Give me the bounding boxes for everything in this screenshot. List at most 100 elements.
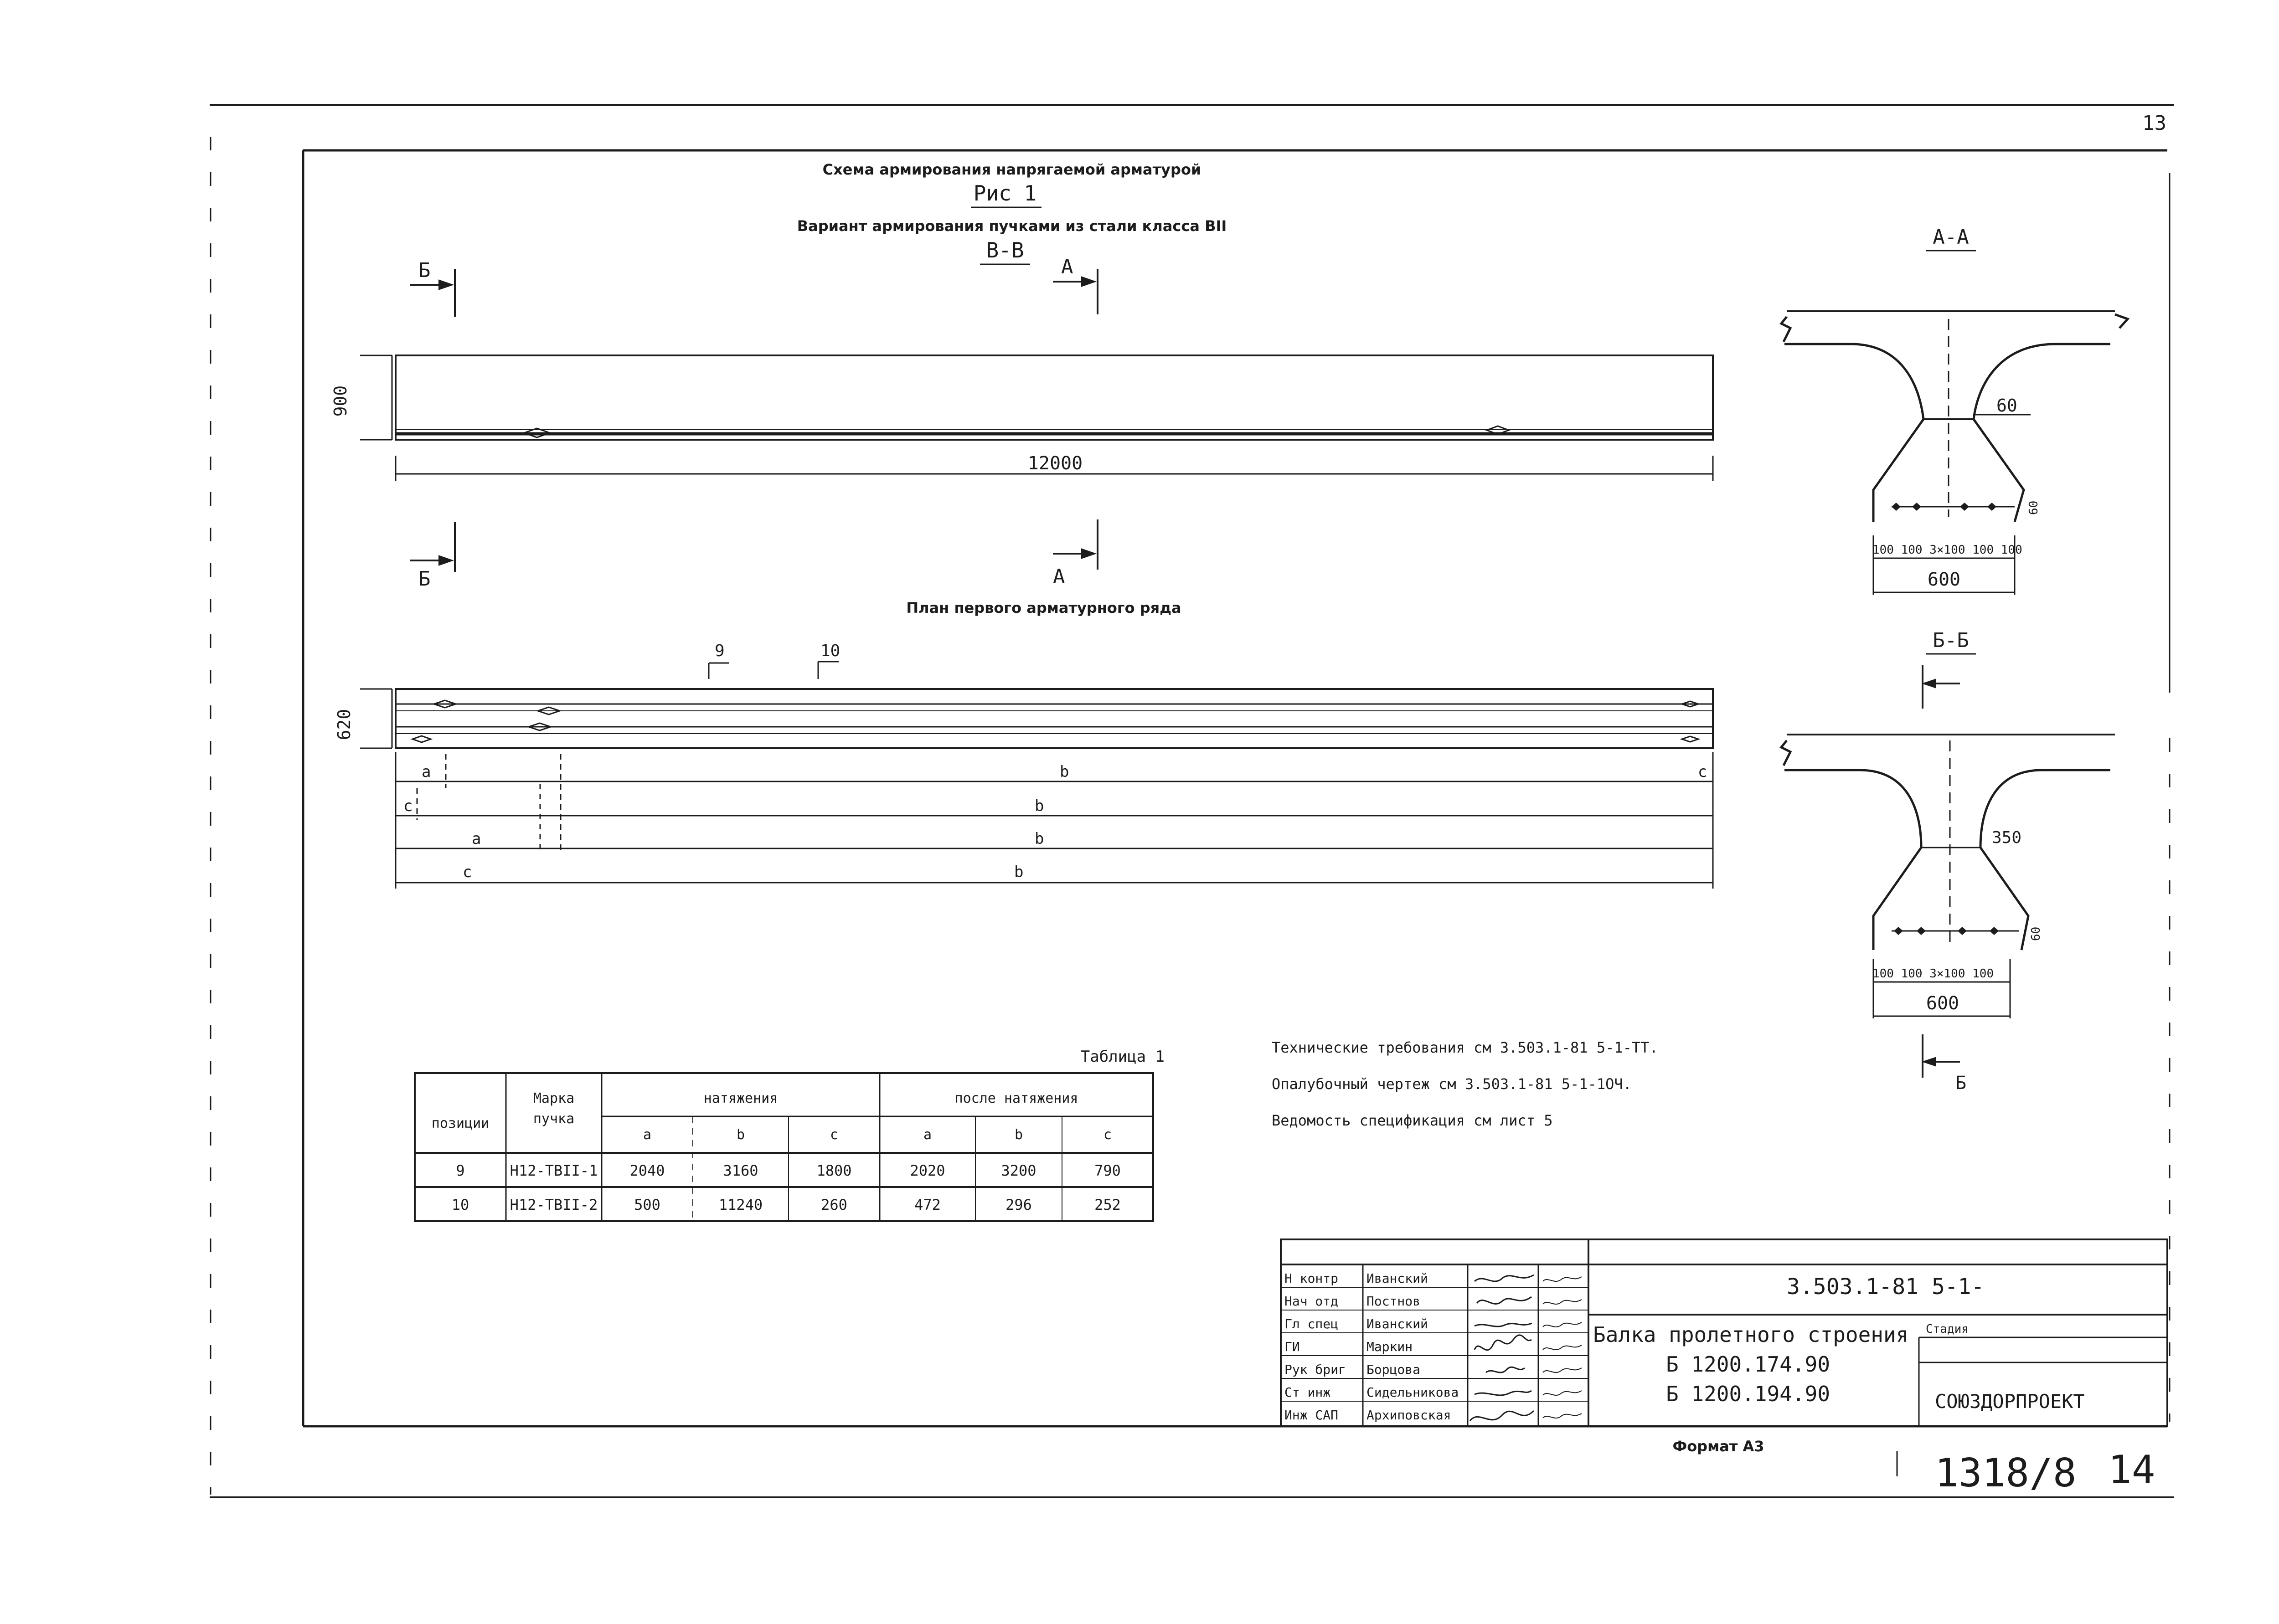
plan-seg-b-1: b bbox=[1060, 763, 1069, 781]
sheet-number: 14 bbox=[2108, 1447, 2155, 1493]
beam-length-dim: 12000 bbox=[1028, 453, 1083, 474]
plan-seg-b-3: b bbox=[1035, 830, 1044, 848]
table-cell: 3200 bbox=[1001, 1162, 1036, 1179]
section-55-spacing: 100 100 3×100 100 bbox=[1872, 967, 1994, 981]
person-name: Иванский bbox=[1366, 1316, 1428, 1331]
table-header-brand-2: пучка bbox=[533, 1111, 574, 1127]
cut-label-b-top: Б bbox=[418, 259, 431, 282]
title-block-grid bbox=[1280, 1239, 2168, 1427]
plan-seg-c-4: c bbox=[463, 863, 472, 881]
sheet-corner-number: 13 bbox=[2142, 112, 2166, 135]
sheet-frame bbox=[210, 104, 2174, 1498]
plan-beam bbox=[360, 688, 1714, 749]
section-aa-spacing: 100 100 3×100 100 100 bbox=[1872, 543, 2022, 557]
table-sub-b-1: b bbox=[737, 1127, 745, 1143]
plan-pos-9: 9 bbox=[715, 642, 725, 660]
figure-label: Рис 1 bbox=[974, 181, 1036, 206]
plan-pos-10: 10 bbox=[820, 642, 840, 660]
title-block-signatures bbox=[1469, 1274, 1535, 1422]
section-55-title: Б-Б bbox=[1933, 629, 1969, 652]
role-label: Ст инж bbox=[1284, 1385, 1330, 1400]
section-55-tendons bbox=[1894, 927, 1999, 935]
beam-height-dim: 900 bbox=[330, 385, 351, 417]
table-header-position: позиции bbox=[432, 1115, 489, 1131]
stage-label: Стадия bbox=[1926, 1322, 1969, 1336]
plan-position-leaders bbox=[708, 661, 839, 679]
table-cell: Н12-ТВII-1 bbox=[510, 1162, 598, 1179]
role-label: Инж САП bbox=[1284, 1408, 1338, 1423]
table-sub-a-1: a bbox=[643, 1127, 651, 1143]
scheme-title: Схема армирования напрягаемой арматурой bbox=[823, 161, 1201, 178]
table-cell: 9 bbox=[456, 1162, 464, 1179]
section-aa-dim-lines bbox=[1872, 535, 2016, 595]
table-cell: 10 bbox=[452, 1196, 469, 1213]
section-55-cut-mark bbox=[1921, 653, 1976, 1078]
section-55-dim-lines bbox=[1872, 959, 2011, 1018]
table-sub-a-2: a bbox=[923, 1127, 932, 1143]
note-specification: Ведомость спецификация см лист 5 bbox=[1272, 1112, 1553, 1129]
table-cell: 1800 bbox=[816, 1162, 851, 1179]
plan-seg-b-2: b bbox=[1035, 797, 1044, 815]
document-code: 3.503.1-81 5-1- bbox=[1787, 1274, 1984, 1300]
tension-table-grid bbox=[414, 1072, 1154, 1222]
role-label: Н контр bbox=[1284, 1271, 1338, 1286]
table-cell: 3160 bbox=[723, 1162, 758, 1179]
table-sub-c-1: c bbox=[830, 1127, 838, 1143]
plan-seg-c-1: c bbox=[1698, 763, 1707, 781]
variant-caption: Вариант армирования пучками из стали кла… bbox=[797, 217, 1227, 235]
section-55-width: 600 bbox=[1926, 993, 1959, 1014]
table-cell: 500 bbox=[634, 1196, 660, 1213]
cut-marks-elevation bbox=[410, 269, 1098, 572]
section-55-cut-label: Б bbox=[1955, 1073, 1966, 1094]
table-row: 10 Н12-ТВII-2 500 11240 260 472 296 252 bbox=[452, 1196, 1121, 1213]
plan-dimension-chains bbox=[395, 752, 1714, 889]
organization-name: СОЮЗДОРПРОЕКТ bbox=[1935, 1390, 2085, 1413]
person-name: Иванский bbox=[1366, 1271, 1428, 1286]
product-mark-2: Б 1200.194.90 bbox=[1666, 1382, 1830, 1406]
section-aa-dim-60: 60 bbox=[1996, 396, 2017, 416]
note-technical-requirements: Технические требования см 3.503.1-81 5-1… bbox=[1272, 1039, 1658, 1056]
section-aa-drawing bbox=[1779, 310, 2130, 522]
product-title: Балка пролетного строения bbox=[1593, 1322, 1908, 1347]
plan-seg-b-4: b bbox=[1014, 863, 1023, 881]
role-label: ГИ bbox=[1284, 1339, 1300, 1354]
table-cell: 790 bbox=[1094, 1162, 1121, 1179]
plan-seg-c-2: c bbox=[403, 797, 412, 815]
section-aa-title: А-А bbox=[1933, 226, 1969, 249]
table-cell: 260 bbox=[821, 1196, 847, 1213]
title-block-dates bbox=[1542, 1276, 1582, 1418]
table-cell: 2040 bbox=[629, 1162, 665, 1179]
person-name: Постнов bbox=[1366, 1294, 1420, 1309]
section-55-side-dim: 60 bbox=[2029, 927, 2043, 941]
person-name: Борцова bbox=[1366, 1362, 1420, 1377]
section-55-drawing bbox=[1779, 734, 2115, 951]
beam-elevation bbox=[360, 355, 1714, 481]
table-cell: Н12-ТВII-2 bbox=[510, 1196, 598, 1213]
table-header-before: натяжения bbox=[704, 1090, 778, 1106]
paper-format: Формат А3 bbox=[1672, 1438, 1764, 1455]
person-name: Маркин bbox=[1366, 1339, 1413, 1354]
table-cell: 296 bbox=[1005, 1196, 1032, 1213]
table-header-brand-1: Марка bbox=[533, 1090, 574, 1106]
section-bb-label: В-В bbox=[986, 238, 1024, 262]
table-sub-c-2: c bbox=[1103, 1127, 1112, 1143]
role-label: Нач отд bbox=[1284, 1294, 1338, 1309]
title-block-roles: Н контр Нач отд Гл спец ГИ Рук бриг Ст и… bbox=[1284, 1271, 1346, 1423]
person-name: Сидельникова bbox=[1366, 1385, 1459, 1400]
album-number: 1318/8 bbox=[1935, 1450, 2077, 1496]
table-cell: 472 bbox=[914, 1196, 941, 1213]
cut-label-a-bottom: А bbox=[1053, 565, 1065, 588]
section-aa-side-dim: 60 bbox=[2027, 501, 2041, 515]
plan-seg-a-1: a bbox=[422, 763, 431, 781]
section-aa-width: 600 bbox=[1928, 569, 1960, 590]
table-cell: 2020 bbox=[910, 1162, 945, 1179]
table-cell: 252 bbox=[1094, 1196, 1121, 1213]
cut-label-b-bottom: Б bbox=[418, 567, 431, 591]
plan-seg-a-3: a bbox=[472, 830, 481, 848]
title-block-names: Иванский Постнов Иванский Маркин Борцова… bbox=[1366, 1271, 1459, 1423]
section-aa-tendons bbox=[1892, 503, 1996, 511]
table-header-after: после натяжения bbox=[955, 1090, 1078, 1106]
table-cell: 11240 bbox=[719, 1196, 763, 1213]
plan-title: План первого арматурного ряда bbox=[906, 599, 1181, 617]
